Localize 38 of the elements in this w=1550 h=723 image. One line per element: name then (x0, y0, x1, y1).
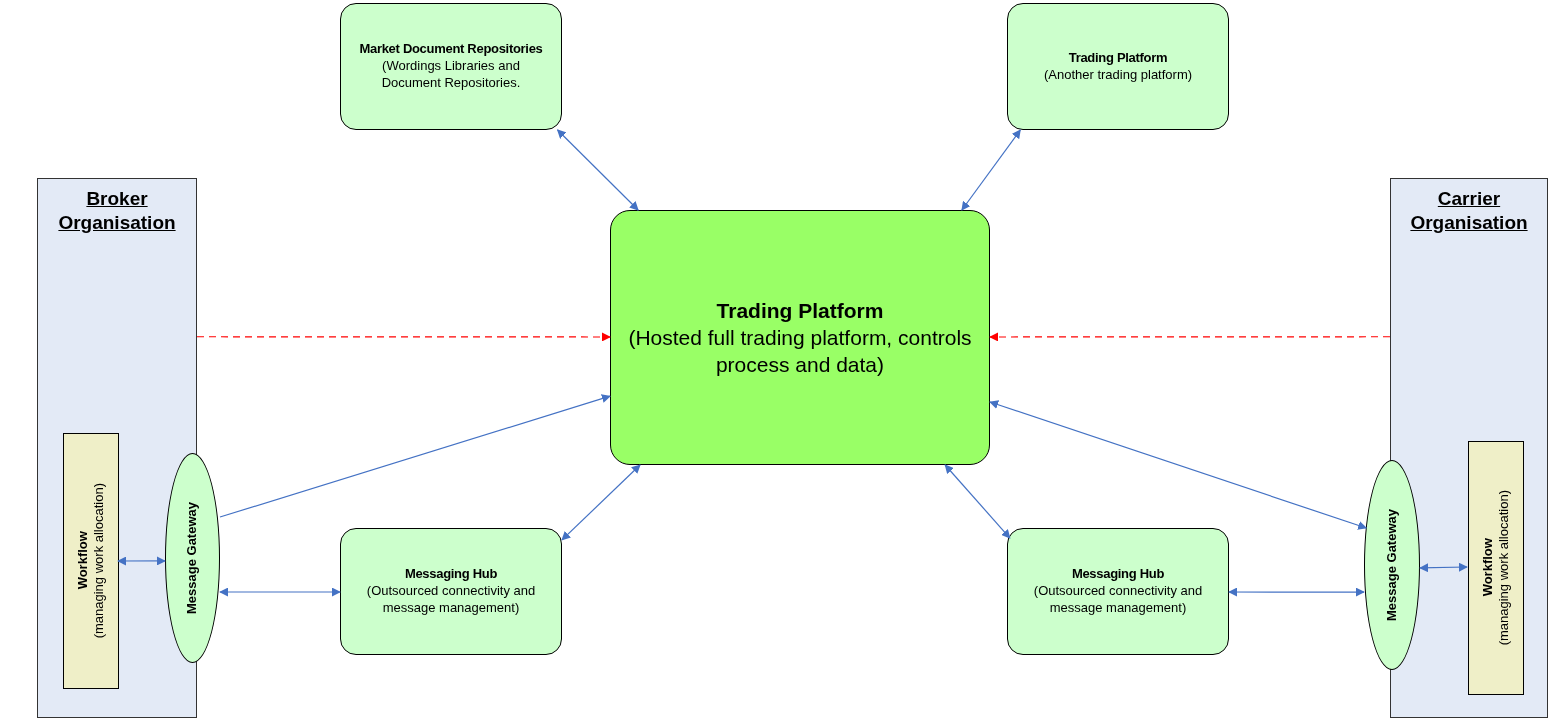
gateway-label: Message Gateway (184, 502, 201, 614)
arrow (989, 400, 1368, 530)
platform-box (610, 210, 990, 465)
arrow (989, 332, 1391, 342)
arrow (1228, 587, 1365, 597)
node-description: (Hosted full trading platform, controls process and data) (627, 324, 973, 379)
arrow (219, 587, 341, 597)
arrow (1419, 562, 1468, 573)
arrow (944, 464, 1011, 539)
node-description: (Outsourced connectivity and message management) (1032, 583, 1204, 617)
panel-heading: Carrier Organisation (1409, 187, 1529, 235)
process-box (1007, 528, 1229, 655)
process-box (1007, 3, 1229, 130)
process-box (340, 528, 562, 655)
arrow (961, 129, 1021, 211)
node-title: Trading Platform (716, 297, 884, 324)
node-title: Trading Platform (1068, 49, 1168, 67)
node-description: (Wordings Libraries and Document Repositories. (380, 58, 522, 92)
workflow-box (63, 433, 119, 689)
node-title: Market Document Repositories (359, 41, 543, 59)
arrow (556, 129, 639, 211)
node-description: (Another trading platform) (1043, 66, 1193, 84)
workflow-description: (managing work allocation) (1496, 490, 1512, 646)
node-title: Messaging Hub (404, 566, 498, 584)
workflow-title: Workflow (74, 531, 91, 591)
arrow (561, 464, 641, 541)
gateway-label: Message Gateway (1383, 509, 1400, 621)
arrow (196, 332, 611, 342)
workflow-box (1468, 441, 1524, 695)
node-title: Messaging Hub (1071, 566, 1165, 584)
panel-heading: Broker Organisation (57, 187, 177, 235)
workflow-title: Workflow (1479, 538, 1496, 598)
arrow (219, 394, 611, 518)
process-box (340, 3, 562, 130)
node-description: (Outsourced connectivity and message management) (365, 583, 537, 617)
workflow-description: (managing work allocation) (91, 483, 107, 639)
arrow (117, 556, 166, 566)
organisation-panel (37, 178, 197, 718)
